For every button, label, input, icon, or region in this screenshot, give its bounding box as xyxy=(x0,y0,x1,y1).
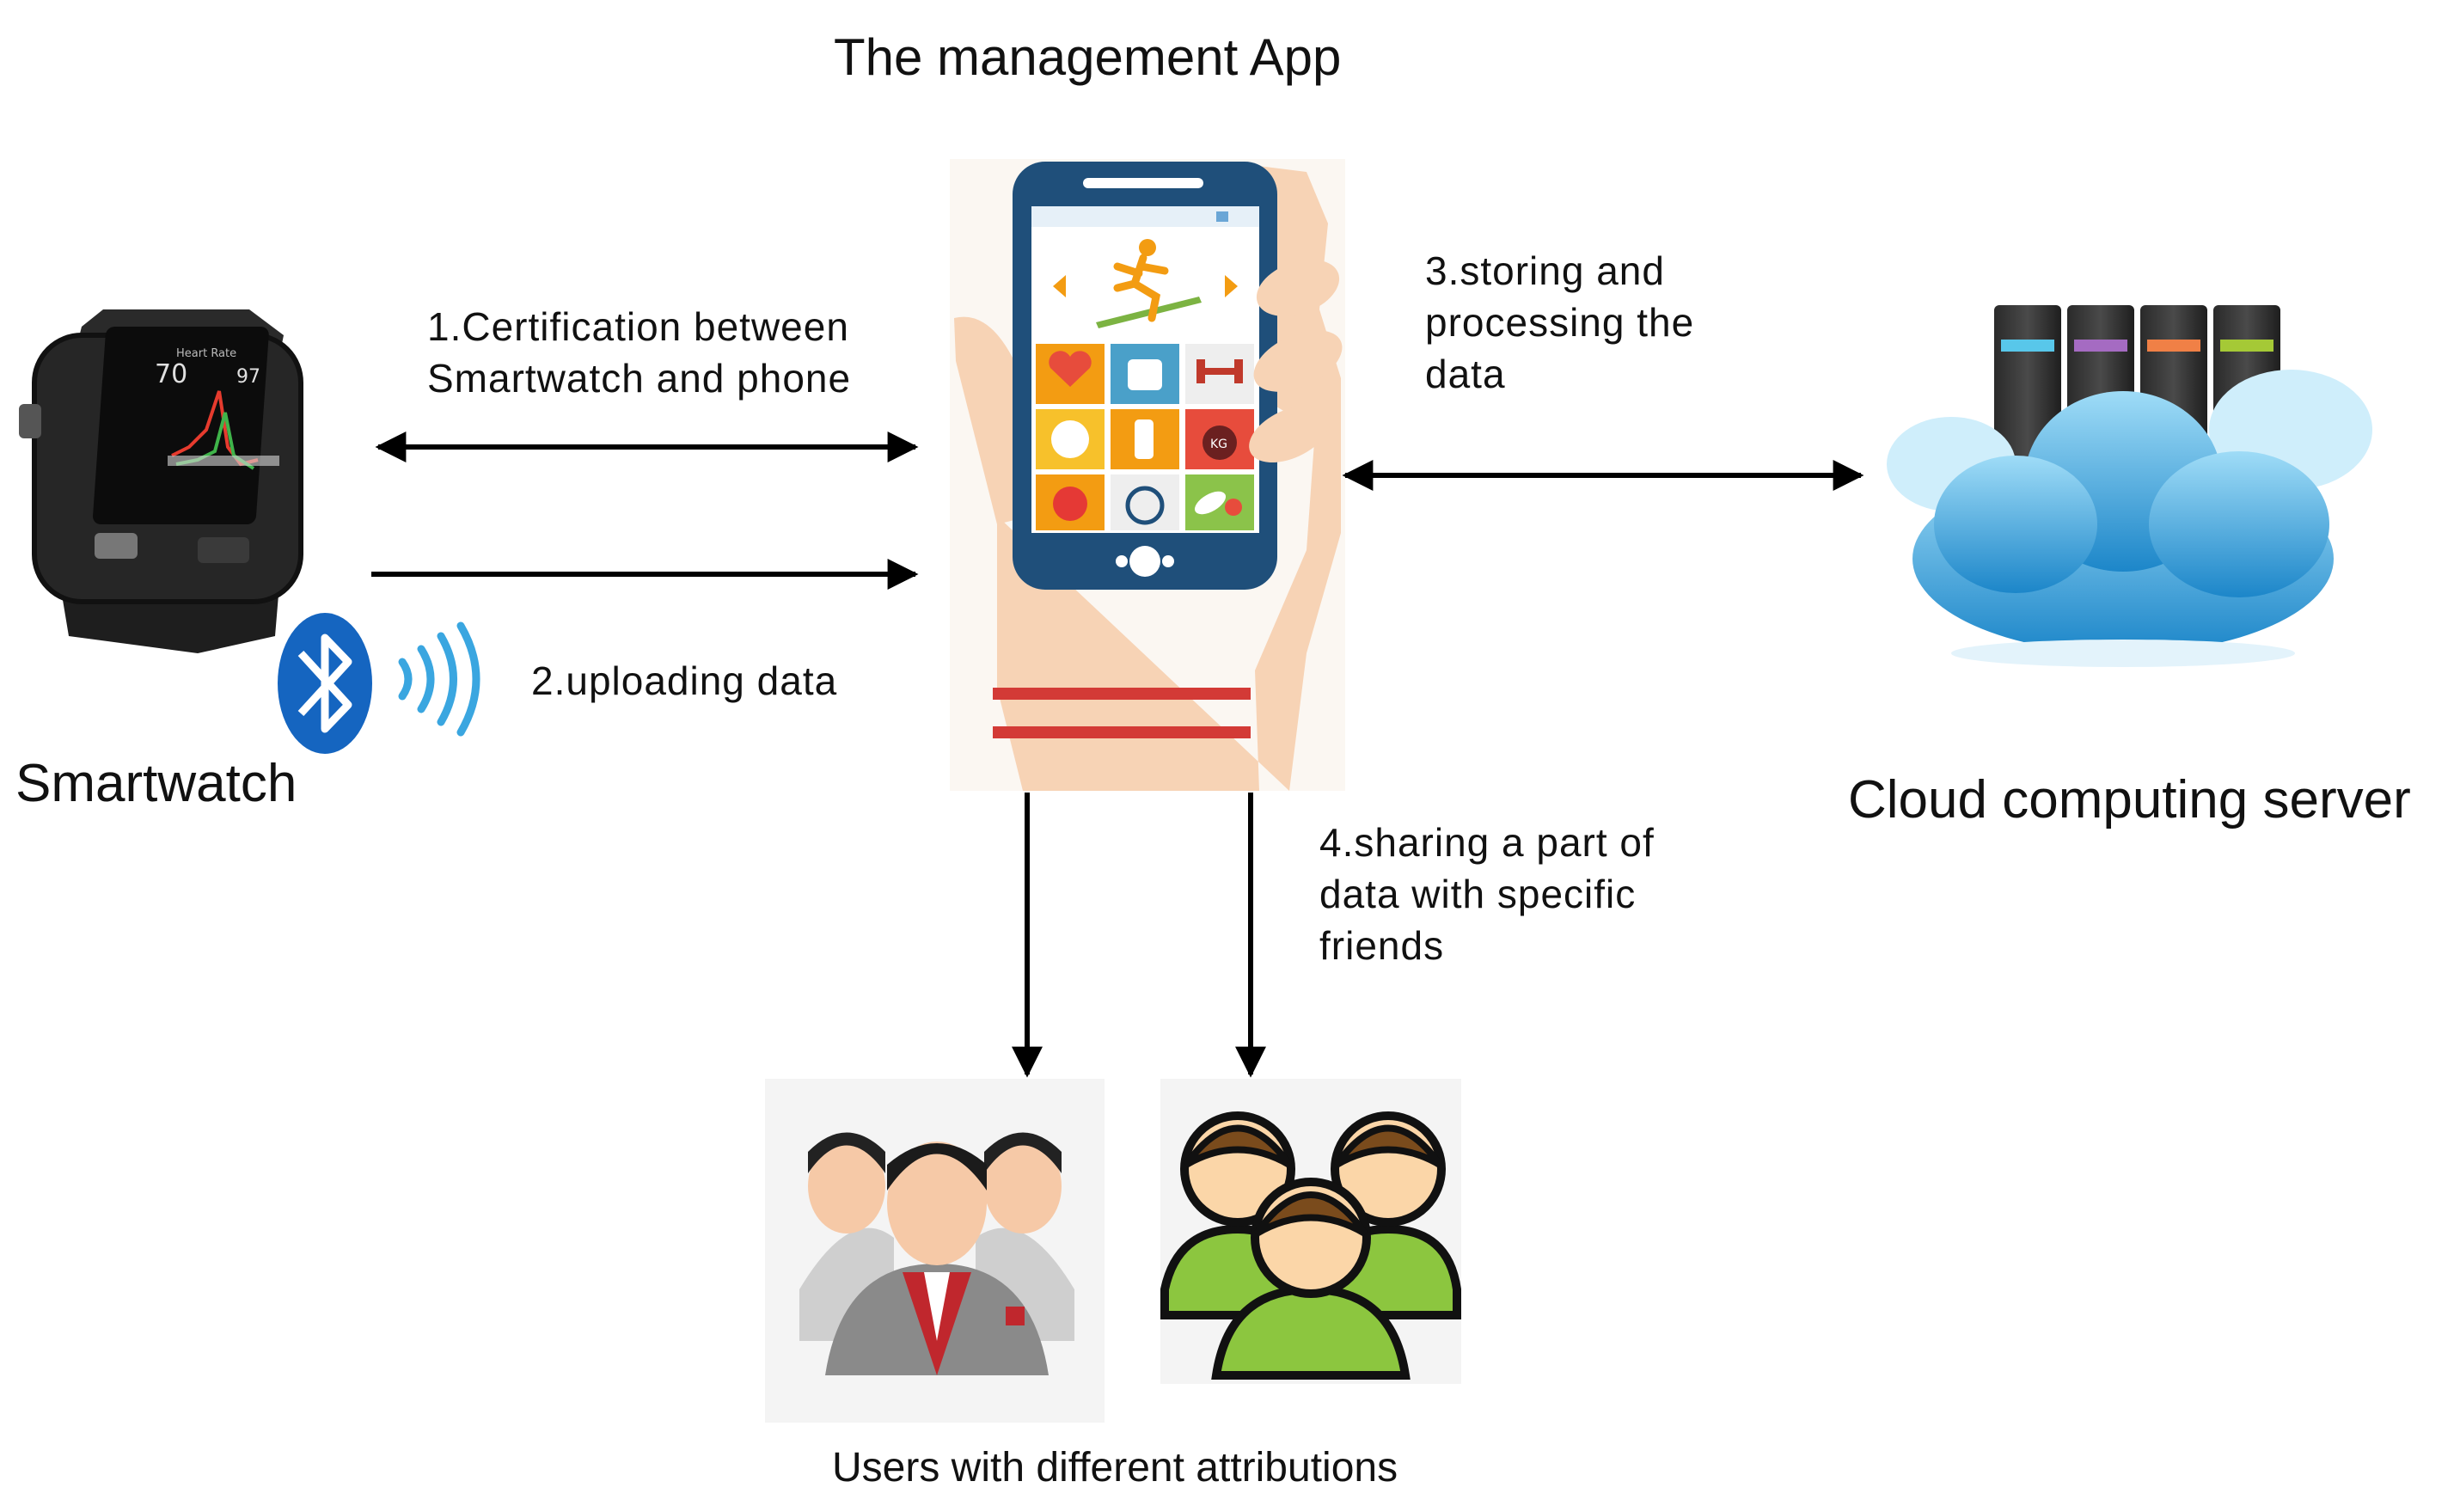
certification-label: 1.Certification between Smartwatch and p… xyxy=(427,301,851,404)
users-group-illustration xyxy=(765,1079,1105,1423)
uploading-label: 2.uploading data xyxy=(531,655,837,707)
storing-label: 3.storing and processing the data xyxy=(1425,245,1694,400)
watch-screen-left-value: 70 xyxy=(155,359,187,389)
storing-line-2: processing the xyxy=(1425,300,1695,345)
sharing-line-2: data with specific xyxy=(1319,872,1637,916)
app-title: The management App xyxy=(834,28,1342,86)
cloud-label: Cloud computing server xyxy=(1848,770,2411,829)
bluetooth-icon xyxy=(278,613,372,754)
friends-group-illustration xyxy=(1160,1079,1461,1384)
smartwatch-illustration: Heart Rate 70 97 xyxy=(19,309,303,653)
smartwatch-label: Smartwatch xyxy=(15,754,297,813)
phone-app-illustration: KG xyxy=(950,159,1345,791)
bottle-icon xyxy=(1135,419,1154,459)
storing-line-1: 3.storing and xyxy=(1425,248,1665,293)
kettlebell-label: KG xyxy=(1210,438,1227,451)
sharing-line-1: 4.sharing a part of xyxy=(1319,820,1655,865)
stopwatch-icon xyxy=(1125,486,1165,525)
pills-icon xyxy=(1194,491,1242,516)
heart-icon xyxy=(1049,351,1092,387)
dumbbell-icon xyxy=(1196,359,1243,383)
watch-screen-right-value: 97 xyxy=(236,366,260,388)
wireless-waves-icon xyxy=(398,621,480,737)
certification-line-2: Smartwatch and phone xyxy=(427,356,852,401)
sharing-label: 4.sharing a part of data with specific f… xyxy=(1319,817,1655,971)
storing-line-3: data xyxy=(1425,352,1506,396)
users-label: Users with different attributions xyxy=(832,1445,1398,1491)
certification-line-1: 1.Certification between xyxy=(427,304,849,349)
scale-icon xyxy=(1128,359,1162,390)
kettlebell-icon xyxy=(1203,425,1237,460)
apple-icon xyxy=(1053,487,1087,521)
watch-screen-title: Heart Rate xyxy=(176,347,236,360)
cloud-server-illustration xyxy=(1887,305,2372,667)
uploading-line-1: 2.uploading data xyxy=(531,658,838,703)
sharing-line-3: friends xyxy=(1319,923,1445,968)
plate-icon xyxy=(1051,420,1089,458)
